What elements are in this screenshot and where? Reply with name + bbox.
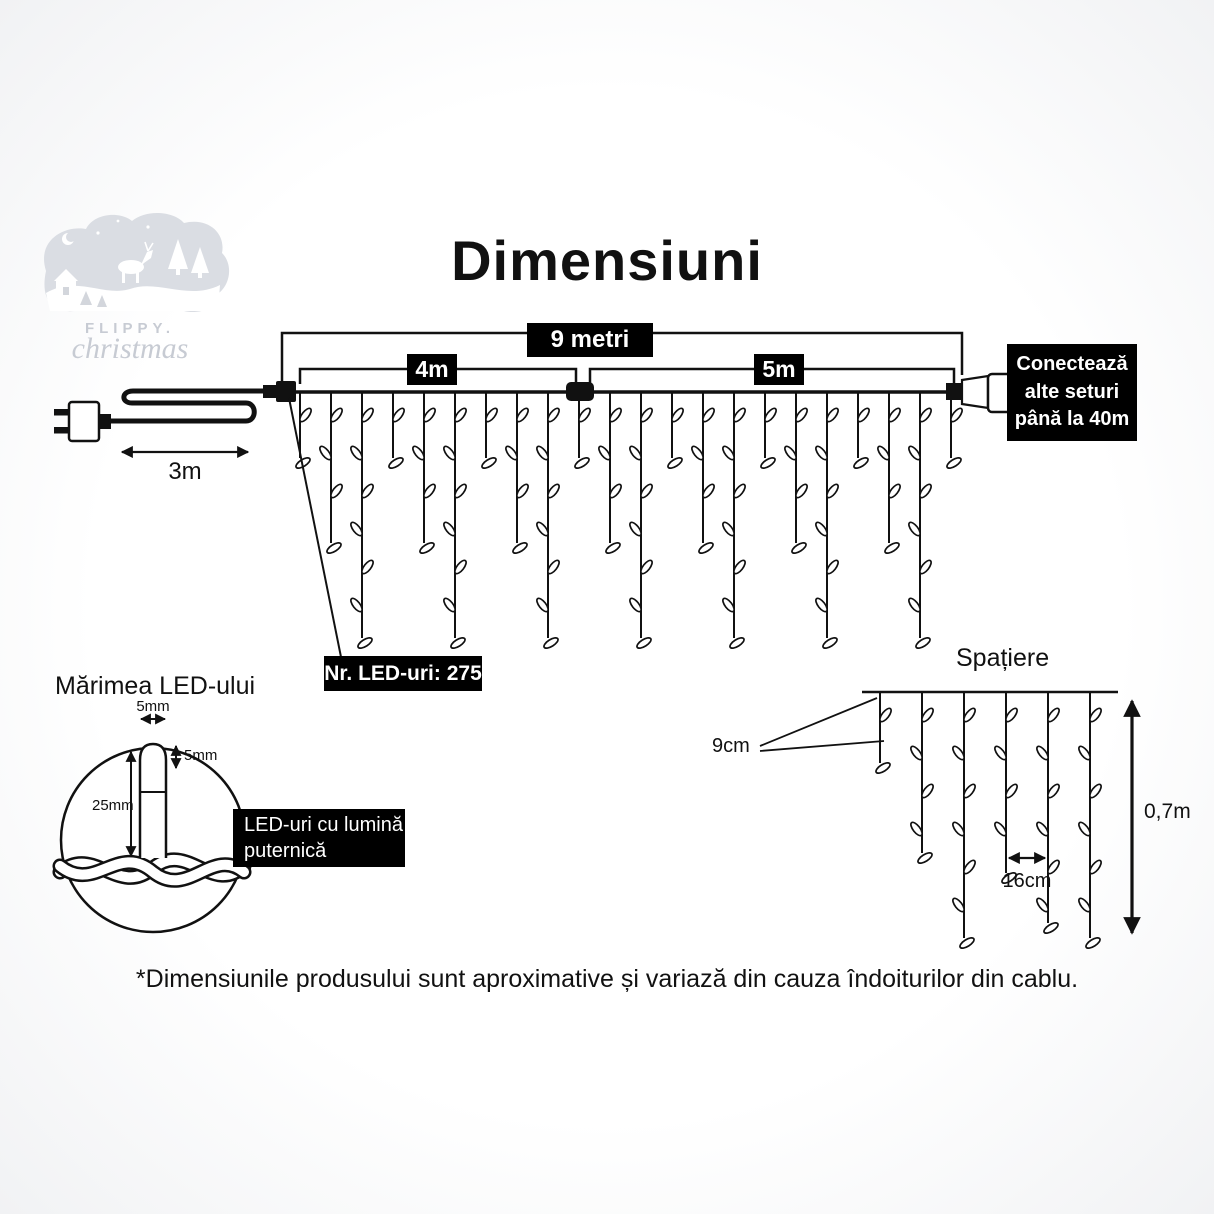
- connect-note: Conectează alte seturi până la 40m: [1007, 344, 1137, 441]
- bulb-width-label: 5mm: [136, 698, 170, 715]
- led-gap-label: 9cm: [712, 735, 750, 757]
- icicle-drops-spacing: [875, 693, 1102, 949]
- spacing-heading: Spațiere: [956, 644, 1050, 672]
- connect-note-line3: până la 40m: [1014, 408, 1130, 431]
- brand-script: christmas: [72, 332, 189, 365]
- led-size-heading: Mărimea LED-ului: [55, 672, 256, 700]
- total-length-label: 9 metri: [527, 323, 653, 357]
- brand-logo: FLIPPY. christmas: [44, 212, 230, 365]
- logo-trees: [168, 239, 209, 278]
- icicle-drops-main: [295, 393, 963, 649]
- footer-disclaimer: *Dimensiunile produsului sunt aproximati…: [135, 965, 1079, 993]
- bulb-length-label: 25mm: [92, 797, 134, 814]
- connect-note-line1: Conectează: [1016, 353, 1128, 376]
- led-count-pointer-line: [288, 397, 342, 658]
- lead-length-label: 3m: [168, 458, 202, 485]
- led-gap-pointer-lines: [759, 697, 885, 752]
- drop-height-label: 0,7m: [1144, 800, 1191, 823]
- led-note-line2: puternică: [244, 840, 327, 862]
- bulb-height-label: 5mm: [184, 747, 218, 764]
- connector-mid-icon: [566, 382, 594, 401]
- segment1-length-label: 4m: [407, 354, 457, 385]
- led-brightness-note: LED-uri cu lumină puternică: [233, 809, 405, 867]
- logo-house: [54, 269, 78, 295]
- twisted-cable-drawing: [52, 852, 252, 888]
- power-plug-icon: [54, 400, 111, 443]
- logo-deer: [118, 241, 154, 283]
- connector-left-icon: [263, 381, 296, 402]
- drop-gap-label: 16cm: [1002, 870, 1052, 892]
- segment2-length-label: 5m: [754, 354, 804, 385]
- page-title: Dimensiuni: [451, 229, 763, 292]
- connect-note-line2: alte seturi: [1024, 380, 1120, 403]
- led-note-line1: LED-uri cu lumină: [244, 814, 403, 836]
- logo-winter-scene: [44, 212, 230, 313]
- lead-cable: [108, 388, 275, 424]
- led-count-label: Nr. LED-uri: 275: [324, 656, 482, 691]
- brand-wordmark: FLIPPY.: [85, 320, 175, 337]
- led-bulb-drawing: [138, 742, 168, 858]
